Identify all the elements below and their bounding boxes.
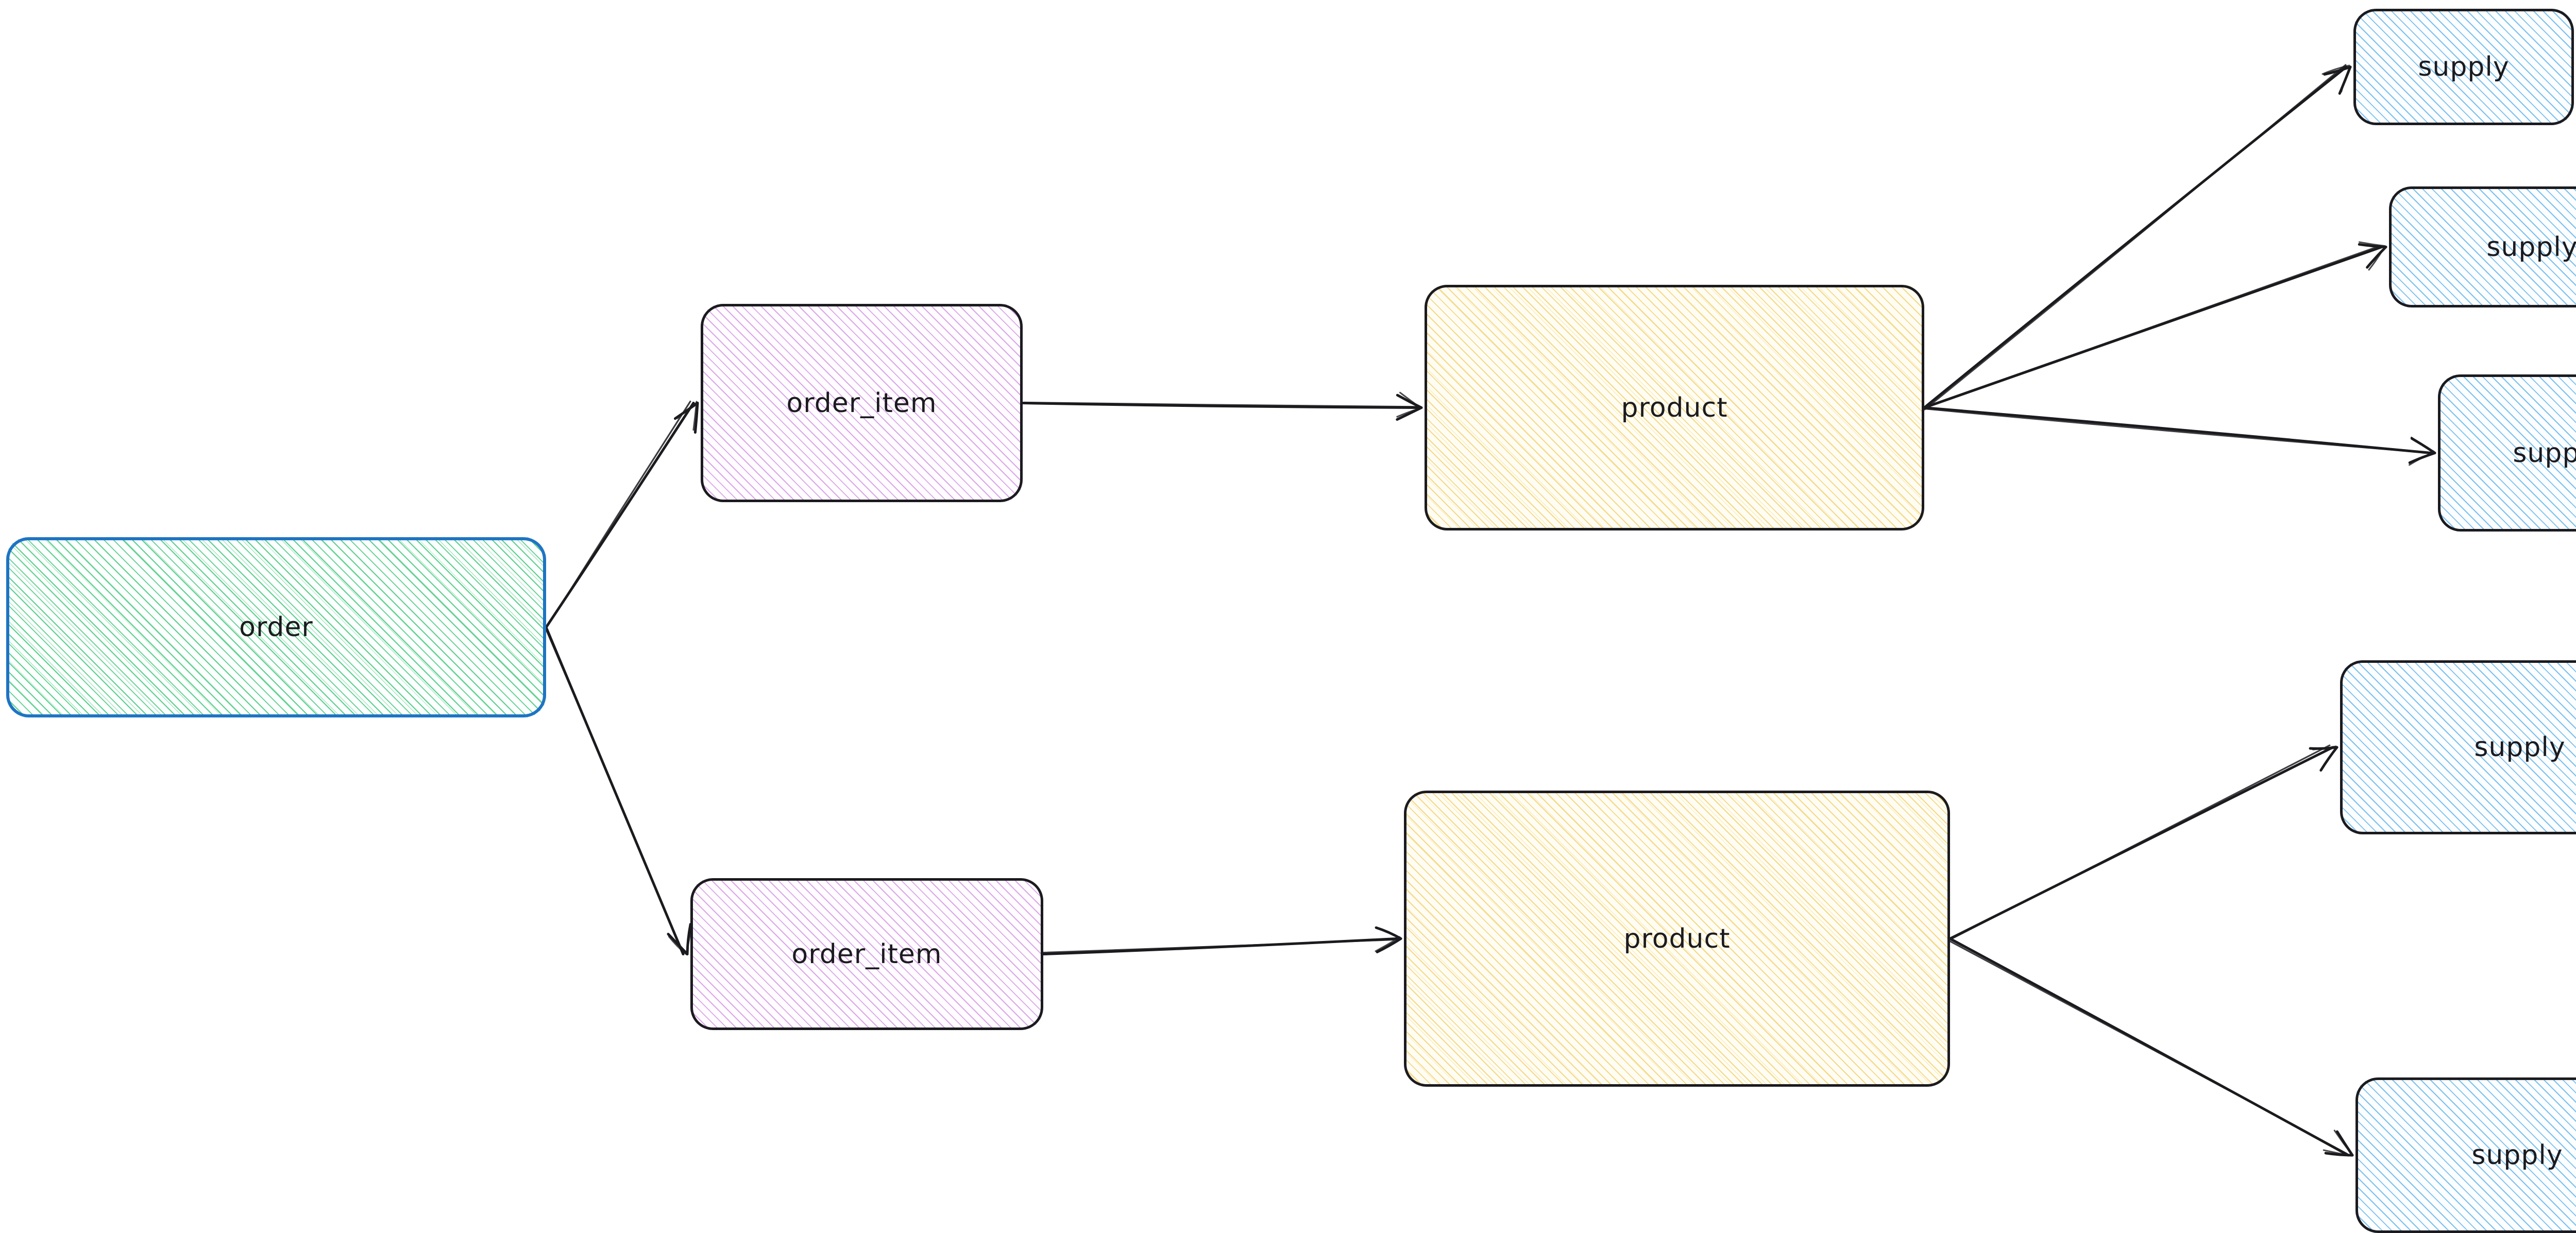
node-order_item_2[interactable]: order_item — [690, 878, 1043, 1030]
node-supply_3[interactable]: supply — [2438, 374, 2576, 532]
node-label: product — [1623, 923, 1730, 954]
edge-order_item_1-to-product_1 — [1023, 392, 1421, 419]
node-supply_2[interactable]: supply — [2389, 186, 2576, 307]
edge-order-to-order_item_2 — [545, 626, 691, 954]
edge-product_1-to-supply_1 — [1924, 65, 2350, 409]
node-supply_1[interactable]: supply — [2353, 9, 2574, 125]
edge-order_item_2-to-product_2 — [1043, 928, 1401, 954]
edge-product_1-to-supply_2 — [1923, 242, 2386, 408]
node-label: order_item — [786, 388, 937, 419]
edge-product_1-to-supply_3 — [1924, 408, 2435, 465]
edge-order-to-order_item_1 — [546, 401, 698, 627]
node-label: supply — [2471, 1140, 2563, 1171]
node-label: supply — [2418, 52, 2509, 82]
edge-product_2-to-supply_4 — [1950, 745, 2337, 939]
node-order_item_1[interactable]: order_item — [701, 304, 1023, 502]
edge-product_2-to-supply_5 — [1948, 939, 2352, 1156]
node-product_2[interactable]: product — [1404, 791, 1950, 1087]
node-label: supply — [2513, 438, 2576, 469]
node-label: supply — [2486, 232, 2576, 263]
node-supply_5[interactable]: supply — [2355, 1077, 2576, 1233]
node-label: supply — [2474, 732, 2565, 763]
node-supply_4[interactable]: supply — [2340, 660, 2576, 834]
node-product_1[interactable]: product — [1425, 285, 1924, 530]
node-label: product — [1621, 392, 1727, 423]
node-label: order — [239, 612, 313, 643]
node-label: order_item — [791, 939, 942, 970]
node-order[interactable]: order — [6, 537, 546, 717]
